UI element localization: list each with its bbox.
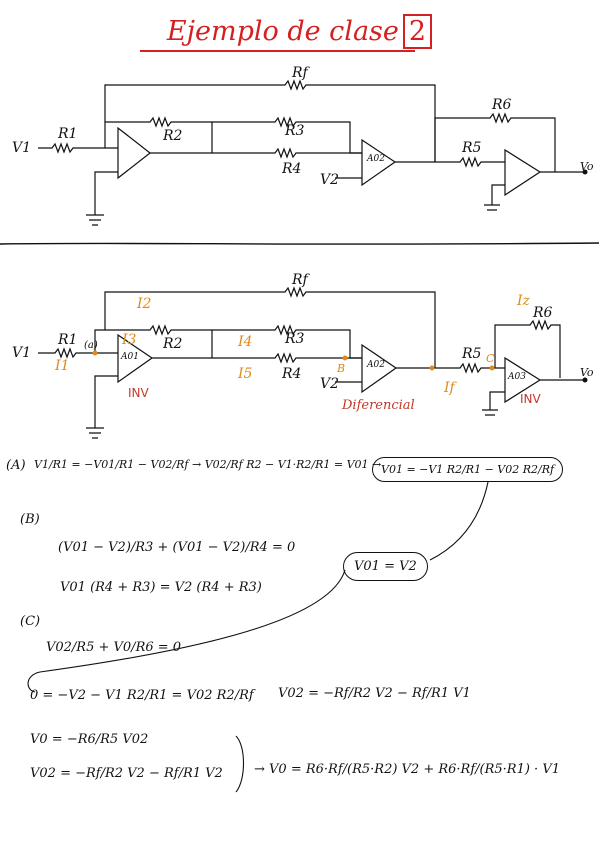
eq-b-label: (B) — [20, 512, 40, 527]
c1-r5-label: R5 — [462, 140, 482, 156]
c1-r1-label: R1 — [58, 126, 78, 142]
node-c-dot — [489, 365, 495, 371]
c2-r5-label: R5 — [462, 346, 482, 362]
c1-op2-label: A02 — [367, 154, 385, 164]
current-i4: I4 — [238, 334, 253, 350]
c1-opamp2 — [361, 138, 397, 187]
c2-r3-label: R3 — [285, 331, 305, 347]
eq-final: → V0 = R6·Rf/(R5·R2) V2 + R6·Rf/(R5·R1) … — [254, 762, 560, 777]
c2-op3-label: A03 — [508, 372, 526, 382]
eq-c-5: V02 = −Rf/R2 V2 − Rf/R1 V2 — [30, 766, 223, 781]
c1-rf-label: Rf — [292, 65, 308, 81]
eq-c-4: V0 = −R6/R5 V02 — [30, 732, 149, 747]
c2-r2-label: R2 — [163, 336, 183, 352]
c1-r4-label: R4 — [282, 161, 302, 177]
c2-vo-label: Vo — [580, 366, 594, 379]
current-i1: I1 — [55, 358, 70, 374]
node-a-dot — [92, 350, 98, 356]
c2-v2-label: V2 — [320, 376, 340, 392]
c2-node-b-label: B — [337, 362, 346, 375]
c2-opamp1 — [117, 333, 154, 384]
eq-a-result: V01 = −V1 R2/R1 − V02 R2/Rf — [372, 457, 564, 482]
c1-r6-label: R6 — [492, 97, 512, 113]
c1-opamp1-ground — [86, 171, 118, 226]
title-underline — [140, 50, 415, 52]
eq-c-3: V02 = −Rf/R2 V2 − Rf/R1 V1 — [278, 686, 471, 701]
eq-c-label: (C) — [20, 614, 41, 629]
title-text: Ejemplo de clase — [166, 16, 399, 47]
eq-c-1: V02/R5 + V0/R6 = 0 — [46, 640, 182, 655]
c1-v2-label: V2 — [320, 172, 340, 188]
stage-inv2-label: INV — [520, 392, 541, 406]
c2-v1-label: V1 — [12, 345, 32, 361]
c2-opamp3 — [504, 356, 542, 404]
current-i5: I5 — [238, 366, 253, 382]
c1-vo-label: Vo — [580, 160, 594, 173]
c1-opamp1 — [117, 126, 151, 180]
node-b-dot — [342, 355, 348, 361]
stage-inv1-label: INV — [128, 386, 149, 400]
c2-node-a-label: (a) — [84, 340, 98, 351]
c1-r2-label: R2 — [163, 128, 183, 144]
eq-b-result: V01 = V2 — [343, 552, 428, 581]
eq-a: V1/R1 = −V01/R1 − V02/Rf → V02/Rf R2 − V… — [34, 458, 382, 471]
c2-opamp2 — [361, 343, 398, 394]
c1-opamp3 — [504, 148, 542, 197]
current-iz: Iz — [517, 293, 530, 309]
eq-b-2: V01 (R4 + R3) = V2 (R4 + R3) — [60, 580, 262, 595]
eq-b-1: (V01 − V2)/R3 + (V01 − V2)/R4 = 0 — [58, 540, 296, 555]
current-if: If — [444, 380, 455, 396]
c1-rf-feedback — [104, 79, 436, 162]
c2-op1-label: A01 — [121, 352, 139, 362]
current-i3: I3 — [122, 332, 137, 348]
title-number-box: 2 — [402, 14, 433, 49]
section-divider — [0, 242, 599, 245]
eq-a-label: (A) — [6, 458, 26, 473]
c2-node-c-label: C — [486, 352, 495, 365]
c1-v1-label: V1 — [12, 140, 32, 156]
eq-c-2: 0 = −V2 − V1 R2/R1 = V02 R2/Rf — [30, 688, 254, 703]
c2-r1-label: R1 — [58, 332, 78, 348]
c1-r3-label: R3 — [285, 123, 305, 139]
c1-r1-resistor — [38, 142, 118, 154]
c2-r6-label: R6 — [533, 305, 553, 321]
stage-dif-label: Diferencial — [342, 398, 415, 413]
c2-op2-label: A02 — [367, 360, 385, 370]
current-i2: I2 — [137, 296, 152, 312]
c2-r4-label: R4 — [282, 366, 302, 382]
c2-rf-label: Rf — [292, 272, 308, 288]
